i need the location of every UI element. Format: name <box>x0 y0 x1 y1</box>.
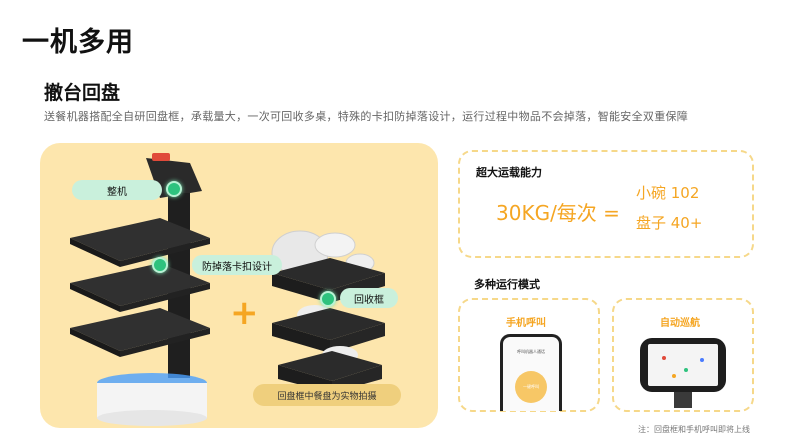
footer-note: 注：回盘框和手机呼叫即将上线 <box>638 425 750 434</box>
callout-anti-drop-label: 防掉落卡扣设计 <box>202 261 272 273</box>
mode-auto-patrol-card: 自动巡航 <box>612 298 754 412</box>
capacity-value: 30KG/每次 = <box>496 201 620 225</box>
callout-return-frame: 回收框 <box>340 288 398 308</box>
robot-tray-2 <box>70 263 210 312</box>
capacity-bowls: 小碗 102 <box>636 184 700 202</box>
callout-return-frame-label: 回收框 <box>354 294 384 306</box>
callout-main-unit-label: 整机 <box>107 186 127 198</box>
callout-dot-anti-drop <box>152 257 168 273</box>
section-description: 送餐机器搭配全自研回盘框，承载量大，一次可回收多桌，特殊的卡扣防掉落设计，运行过… <box>44 110 689 123</box>
capacity-plates: 盘子 40+ <box>636 214 703 232</box>
callout-dot-return-frame <box>320 291 336 307</box>
modes-title: 多种运行模式 <box>474 278 540 291</box>
map-marker-icon <box>700 358 704 362</box>
tablet-mockup <box>640 338 726 392</box>
mode-phone-call-label: 手机呼叫 <box>506 318 546 329</box>
photo-caption: 回盘框中餐盘为实物拍摄 <box>253 384 401 406</box>
plus-sign: + <box>230 293 259 333</box>
phone-call-button-label: 一键呼叫 <box>523 384 539 389</box>
tablet-map-screen <box>648 344 718 386</box>
mode-phone-call-card: 手机呼叫 呼叫机器人通话 一键呼叫 <box>458 298 600 412</box>
tablet-stand <box>674 392 692 408</box>
map-marker-icon <box>672 374 676 378</box>
page-title: 一机多用 <box>22 27 134 58</box>
section-subtitle: 撤台回盘 <box>44 82 121 104</box>
return-frame-crate <box>271 230 385 393</box>
robot-tray-3 <box>70 308 210 357</box>
robot-base <box>97 373 207 426</box>
product-illustration: 整机 防掉落卡扣设计 回收框 + 回盘框中餐盘为实物拍摄 <box>40 143 438 428</box>
robot-tray-1 <box>70 218 210 267</box>
mode-auto-patrol-label: 自动巡航 <box>660 318 700 329</box>
phone-screen-text: 呼叫机器人通话 <box>517 349 545 354</box>
map-marker-icon <box>662 356 666 360</box>
callout-dot-main-unit <box>166 181 182 197</box>
callout-main-unit: 整机 <box>72 180 162 200</box>
map-marker-icon <box>684 368 688 372</box>
callout-anti-drop: 防掉落卡扣设计 <box>192 255 282 275</box>
capacity-card-title: 超大运载能力 <box>476 166 542 179</box>
phone-mockup: 呼叫机器人通话 一键呼叫 <box>500 334 562 411</box>
phone-call-button[interactable]: 一键呼叫 <box>515 371 547 403</box>
robot-illustration <box>70 153 385 426</box>
capacity-card: 超大运载能力 30KG/每次 = 小碗 102 盘子 40+ <box>458 150 754 258</box>
